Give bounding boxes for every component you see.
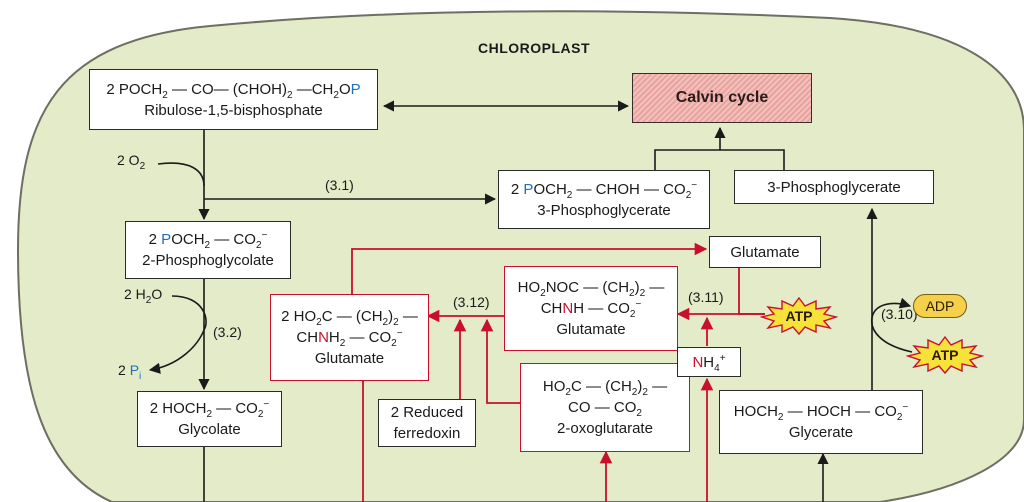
glutamate-left-line1: 2 HO2C — (CH2)2 — [281, 308, 418, 328]
glycolate-box: 2 HOCH2 — CO2− Glycolate [137, 391, 282, 447]
ribulose-name: Ribulose-1,5-bisphosphate [144, 101, 323, 119]
reaction-3-2-label: (3.2) [213, 324, 242, 340]
atp-glycerate-badge: ATP [906, 335, 984, 375]
oxoglutarate-name: 2-oxoglutarate [557, 420, 653, 437]
ribulose-formula: 2 POCH2 — CO— (CHOH)2 —CH2OP [106, 80, 361, 101]
glycolate-formula: 2 HOCH2 — CO2− [149, 399, 270, 420]
glutamine-line2: CHNH — CO2− [540, 299, 642, 320]
glycerate-formula: HOCH2 — HOCH — CO2− [733, 402, 909, 423]
atp-starburst-icon [760, 296, 838, 336]
chloroplast-title: CHLOROPLAST [478, 40, 591, 56]
ammonium-formula: NH4+ [692, 352, 726, 374]
pga-name: 3-Phosphoglycerate [537, 201, 671, 219]
arrow-glutamate-to-glutamate-top [351, 242, 708, 294]
phosphoglycolate-box: 2 POCH2 — CO2− 2-Phosphoglycolate [125, 221, 291, 279]
atp-starburst-icon [906, 335, 984, 375]
h2o-label: 2 H2O [124, 286, 163, 306]
phosphoglycolate-name: 2-Phosphoglycolate [142, 252, 274, 269]
ammonium-box: NH4+ [677, 347, 741, 377]
arrow-h2o-pi [148, 295, 207, 374]
calvin-cycle-box: Calvin cycle [632, 73, 812, 123]
glutamate-left-line2: CHNH2 — CO2− [296, 328, 403, 349]
phosphoglycerate-box: 3-Phosphoglycerate [734, 170, 934, 204]
chloroplast-membrane [16, 10, 1024, 502]
oxoglutarate-box: HO2C — (CH2)2 — CO — CO2 2-oxoglutarate [520, 363, 690, 452]
glycerate-name: Glycerate [788, 424, 854, 441]
glutamine-name: Glutamate [556, 321, 626, 338]
phosphoglycolate-formula: 2 POCH2 — CO2− [148, 230, 268, 251]
glycolate-name: Glycolate [178, 421, 241, 438]
oxoglutarate-line2: CO — CO2 [568, 399, 642, 419]
ferredoxin-line1: 2 Reduced [390, 404, 464, 421]
glycerate-box: HOCH2 — HOCH — CO2− Glycerate [719, 390, 923, 454]
reaction-3-12-label: (3.12) [453, 294, 490, 310]
oxoglutarate-line1: HO2C — (CH2)2 — [542, 378, 668, 398]
ribulose-bisphosphate-box: 2 POCH2 — CO— (CHOH)2 —CH2OP Ribulose-1,… [89, 69, 378, 130]
ferredoxin-line2: ferredoxin [393, 425, 461, 442]
atp-glutamine-badge: ATP [760, 296, 838, 336]
reaction-3-11-label: (3.11) [688, 289, 724, 305]
arrow-o2-in [157, 162, 205, 187]
glutamate-left-name: Glutamate [314, 350, 385, 367]
o2-label: 2 O2 [117, 152, 146, 172]
arrow-atp-adp [871, 297, 913, 353]
glutamate-left-box: 2 HO2C — (CH2)2 — CHNH2 — CO2− Glutamate [270, 294, 429, 381]
glutamine-line1: HO2NOC — (CH2)2 — [517, 279, 665, 299]
glutamate-top-box: Glutamate [709, 236, 821, 268]
adp-badge: ADP [913, 294, 967, 318]
reaction-3-1-label: (3.1) [325, 177, 354, 193]
arrow-oxoglutarate-up [480, 318, 520, 404]
ferredoxin-box: 2 Reduced ferredoxin [378, 399, 476, 447]
phosphoglycerate-formula-box: 2 POCH2 — CHOH — CO2− 3-Phosphoglycerate [498, 170, 710, 229]
glutamine-box: HO2NOC — (CH2)2 — CHNH — CO2− Glutamate [504, 266, 678, 351]
pga-formula: 2 POCH2 — CHOH — CO2− [510, 179, 698, 201]
pi-label: 2 Pi [118, 362, 142, 382]
reaction-3-10-label: (3.10) [881, 306, 918, 322]
